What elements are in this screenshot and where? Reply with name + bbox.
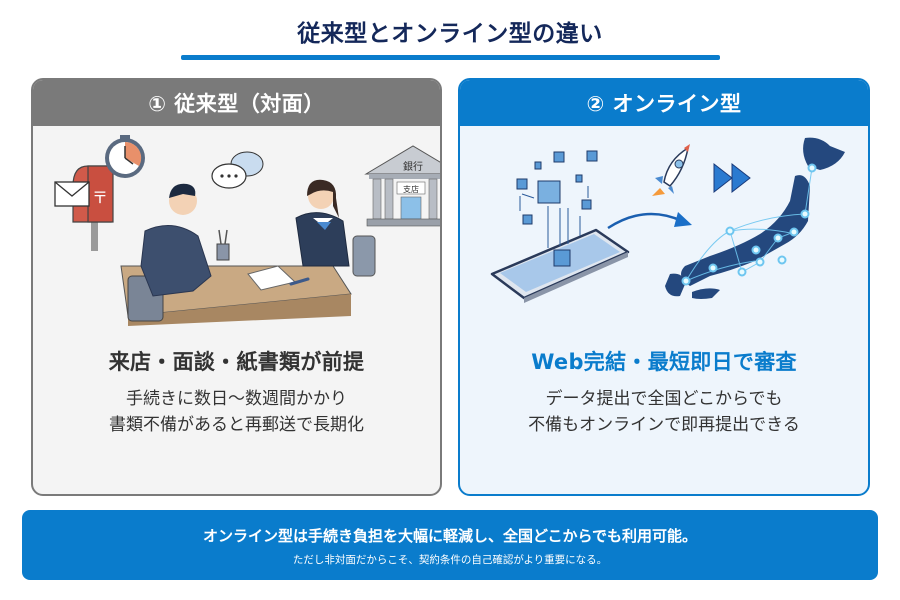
speech-bubble-icon xyxy=(211,151,264,189)
description-line: 手続きに数日〜数週間かかり xyxy=(126,389,347,409)
bank-building-icon: 銀行 支店 xyxy=(364,145,440,227)
title-underline xyxy=(181,55,720,60)
traditional-card: ① 従来型（対面） 〒 xyxy=(31,78,442,496)
svg-text:支店: 支店 xyxy=(403,184,419,194)
description-line: データ提出で全国どこからでも xyxy=(545,389,783,409)
fast-forward-icon xyxy=(713,162,751,194)
traditional-headline: 来店・面談・紙書類が前提 xyxy=(108,350,365,374)
summary-banner: オンライン型は手続き負担を大幅に軽減し、全国どこからでも利用可能。 ただし非対面… xyxy=(22,510,878,580)
svg-text:銀行: 銀行 xyxy=(403,160,423,173)
online-illustration xyxy=(460,126,868,326)
online-card-header: ② オンライン型 xyxy=(460,80,868,126)
envelope-icon xyxy=(54,181,90,207)
mailbox-icon: 〒 xyxy=(72,165,114,251)
banner-sub-text: ただし非対面だからこそ、契約条件の自己確認がより重要になる。 xyxy=(292,554,608,566)
data-cubes-icon xyxy=(516,150,598,267)
description-line: 書類不備があると再郵送で長期化 xyxy=(109,415,364,435)
japan-network-map xyxy=(665,137,845,299)
traditional-card-header: ① 従来型（対面） xyxy=(33,80,440,126)
page-title: 従来型とオンライン型の違い xyxy=(297,21,603,47)
customer-person xyxy=(127,183,212,322)
traditional-description: 手続きに数日〜数週間かかり 書類不備があると再郵送で長期化 xyxy=(33,386,440,438)
traditional-illustration: 〒 xyxy=(33,126,440,326)
banner-main-text: オンライン型は手続き負担を大幅に軽減し、全国どこからでも利用可能。 xyxy=(202,527,698,545)
stopwatch-icon xyxy=(105,135,145,178)
online-card: ② オンライン型 xyxy=(458,78,870,496)
bank-staff-person xyxy=(295,179,376,277)
svg-text:〒: 〒 xyxy=(92,188,108,207)
online-description: データ提出で全国どこからでも 不備もオンラインで即再提出できる xyxy=(460,386,868,438)
rocket-icon xyxy=(652,144,690,196)
description-line: 不備もオンラインで即再提出できる xyxy=(528,415,800,435)
arrow-icon xyxy=(607,212,692,230)
online-headline: Web完結・最短即日で審査 xyxy=(531,350,797,374)
